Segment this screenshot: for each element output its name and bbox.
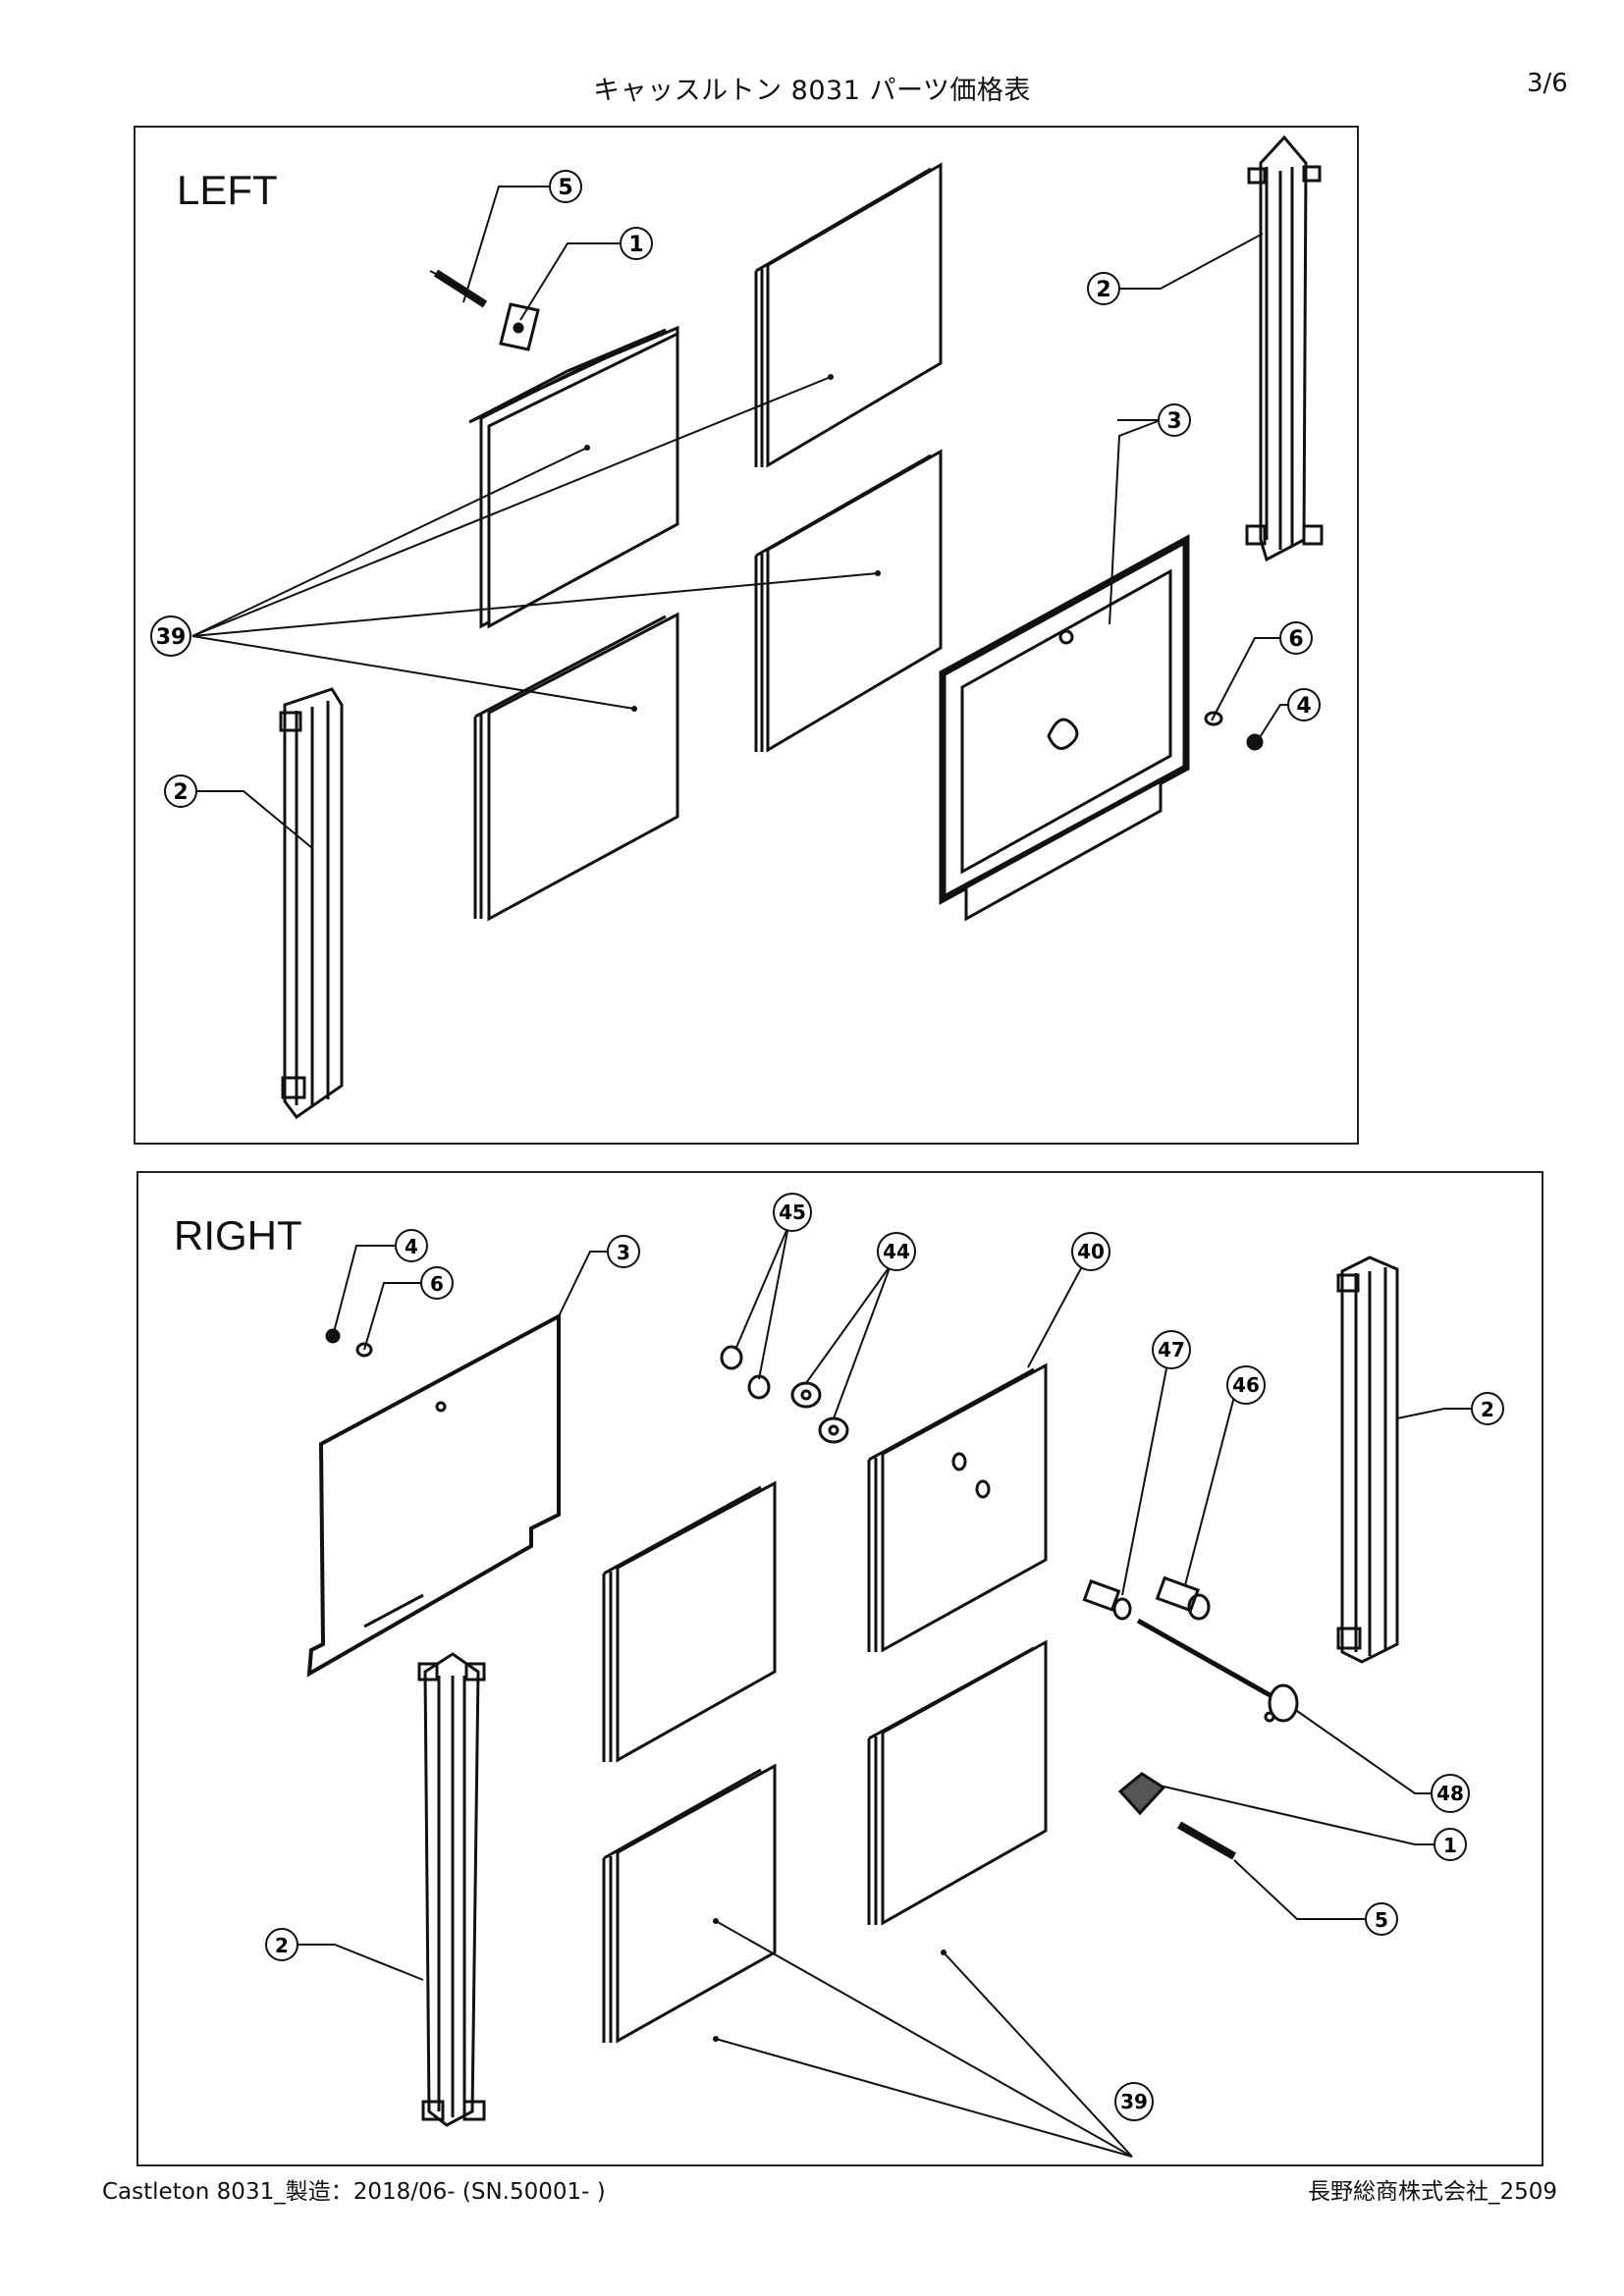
ceramic-tile-stack-1 [468, 325, 679, 629]
ceramic-tile-with-holes [867, 1362, 1048, 1653]
right-panel-label: RIGHT [174, 1212, 302, 1258]
callout-3-label: 3 [1166, 409, 1181, 434]
callout-2-left-bottom: 2 [164, 774, 197, 808]
callout-2-left-top: 2 [1087, 272, 1120, 305]
ceramic-tile-stack-2 [867, 1639, 1048, 1926]
callout-1-label: 1 [1443, 1834, 1457, 1857]
left-exploded-diagram: 5 1 2 3 39 6 4 [150, 134, 1324, 1120]
callout-5-right: 5 [1365, 1902, 1398, 1936]
corner-post-part-left [417, 1652, 486, 2127]
callout-39-left: 39 [150, 615, 191, 657]
callout-4-label: 4 [405, 1235, 418, 1258]
callout-40-label: 40 [1077, 1240, 1105, 1263]
right-diagram-panel: RIGHT [136, 1171, 1543, 2166]
ceramic-tile-stack-1 [602, 1480, 777, 1763]
bolt-part [1177, 1821, 1236, 1860]
callout-2-label: 2 [1096, 278, 1110, 302]
clip-part [499, 302, 540, 351]
clip-part [1117, 1772, 1166, 1816]
callout-3-left: 3 [1158, 403, 1191, 437]
callout-2-label-b: 2 [173, 780, 188, 805]
back-panel-part [306, 1312, 561, 1678]
left-panel-label: LEFT [177, 167, 278, 213]
callout-40-right: 40 [1071, 1232, 1110, 1271]
callout-45-label: 45 [779, 1201, 806, 1224]
callout-46-label: 46 [1232, 1373, 1260, 1397]
callout-5-label: 5 [558, 176, 572, 200]
callout-2-right-bottom: 2 [265, 1928, 298, 1961]
callout-5-label: 5 [1375, 1908, 1388, 1932]
callout-4-right: 4 [395, 1229, 428, 1262]
callout-6-right: 6 [420, 1266, 454, 1300]
rod-part [1136, 1618, 1299, 1723]
page-number: 3/6 [1527, 69, 1568, 98]
callout-4-label: 4 [1296, 694, 1311, 719]
washer-part [790, 1381, 849, 1444]
callout-48-right: 48 [1431, 1774, 1470, 1813]
callout-6-label: 6 [430, 1272, 444, 1296]
callout-39-label: 39 [1120, 2090, 1148, 2113]
callout-46-right: 46 [1226, 1365, 1266, 1405]
callout-4-left: 4 [1287, 688, 1321, 721]
page-title: キャッスルトン 8031 パーツ価格表 [593, 76, 1031, 106]
left-diagram-panel: LEFT [134, 126, 1359, 1145]
callout-48-label: 48 [1436, 1782, 1464, 1805]
ceramic-tile-stack-3 [754, 449, 943, 753]
footer-company: 長野総商株式会社_2509 [1308, 2179, 1558, 2205]
bolt-part [429, 269, 488, 308]
callout-47-right: 47 [1152, 1330, 1191, 1369]
right-exploded-diagram: 4 6 3 45 44 40 [265, 1193, 1504, 2158]
callout-6-label: 6 [1288, 627, 1303, 652]
footer-model-info: Castleton 8031_製造：2018/06- (SN.50001- ) [102, 2179, 606, 2205]
window-frame-part [939, 534, 1190, 922]
ceramic-tile-stack-3 [602, 1763, 777, 2044]
knob-part [720, 1345, 771, 1400]
callout-44-label: 44 [883, 1240, 910, 1263]
spacer-part [1082, 1575, 1211, 1621]
callout-39-label: 39 [156, 625, 187, 650]
washer-part [1204, 711, 1223, 726]
callout-3-label: 3 [617, 1241, 630, 1264]
side-post-part [279, 687, 344, 1120]
callout-2-right-top: 2 [1471, 1392, 1504, 1425]
callout-39-right: 39 [1114, 2082, 1154, 2121]
ceramic-tile-stack-2 [754, 162, 943, 468]
callout-1-right: 1 [1434, 1828, 1467, 1861]
callout-45-right: 45 [773, 1193, 812, 1232]
callout-2-label: 2 [1481, 1398, 1494, 1421]
callout-5-left: 5 [549, 170, 582, 203]
callout-1-left: 1 [620, 227, 653, 260]
washer-part [355, 1342, 373, 1358]
callout-2-label-b: 2 [275, 1934, 289, 1957]
callout-1-label: 1 [628, 233, 643, 257]
callout-44-right: 44 [877, 1232, 916, 1271]
side-post-part-right [1336, 1255, 1399, 1664]
callout-6-left: 6 [1279, 621, 1313, 655]
callout-3-right: 3 [607, 1235, 640, 1268]
callout-47-label: 47 [1158, 1338, 1185, 1362]
ceramic-tile-stack-4 [473, 612, 679, 922]
corner-post-part [1245, 134, 1324, 562]
